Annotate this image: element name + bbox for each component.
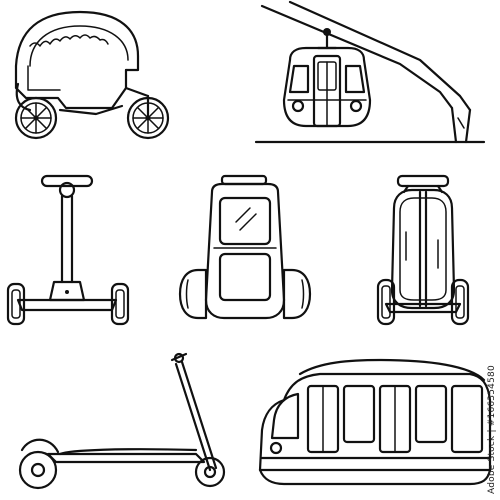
self-balancing-scooter-icon <box>6 174 130 326</box>
tram-icon <box>258 358 492 486</box>
pod-vehicle-side-icon <box>376 174 470 326</box>
stock-id-label: Adobe Stock | #166354580 <box>487 365 497 494</box>
rickshaw-icon <box>14 10 170 140</box>
pod-vehicle-front-icon <box>178 174 312 320</box>
cable-car-gondola-icon <box>254 0 486 144</box>
kick-scooter-icon <box>18 352 226 490</box>
